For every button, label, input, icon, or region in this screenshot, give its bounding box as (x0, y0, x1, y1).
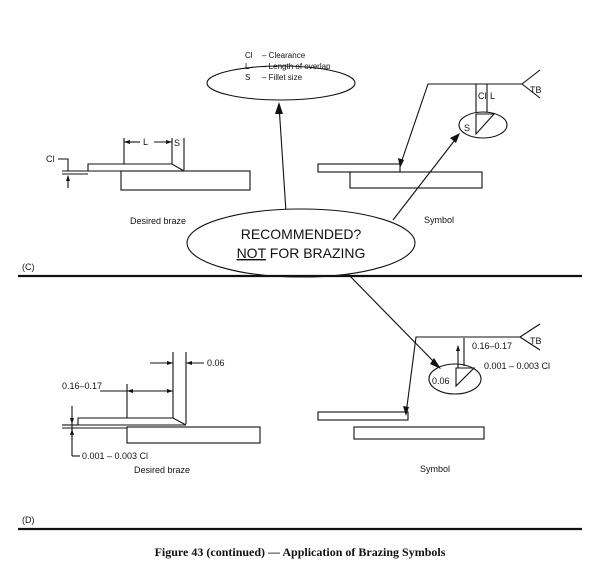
bottom-symbol-fillet: 0.06 (432, 376, 450, 386)
top-symbol-cl: Cl (478, 91, 487, 101)
top-dim-l: L (143, 137, 148, 147)
bottom-desired-braze: 0.16–0.17 0.06 0.001 – 0.003 Cl Desired … (62, 352, 261, 475)
section-d-label: (D) (22, 515, 35, 525)
callout-line1: RECOMMENDED? (241, 226, 362, 242)
top-upper-part (87, 163, 187, 172)
figure-caption: Figure 43 (continued) — Application of B… (155, 545, 446, 559)
callout: RECOMMENDED? NOT FOR BRAZING (186, 102, 460, 369)
bottom-symbol-tail: TB (530, 336, 542, 346)
bottom-fillet-triangle (455, 367, 476, 388)
legend-ellipse (206, 65, 356, 101)
top-symbol-l: L (490, 91, 495, 101)
bottom-symbol-upper-part (317, 411, 409, 421)
top-dim-s: S (174, 138, 180, 148)
top-symbol-label: Symbol (424, 215, 454, 225)
bottom-symbol-lower-part (353, 426, 485, 440)
top-fillet-triangle (475, 113, 496, 136)
top-desired-label: Desired braze (130, 216, 186, 226)
legend-code-s: S (245, 73, 250, 82)
bottom-dim-clearance: 0.001 – 0.003 Cl (82, 451, 148, 461)
top-desired-braze: L S Cl Desired braze (46, 137, 251, 226)
top-symbol-lower-part (349, 171, 483, 189)
top-lower-part (120, 170, 251, 191)
top-symbol-circle (458, 111, 508, 139)
bottom-symbol-circle (428, 363, 482, 395)
legend-desc-l: – Length of overlap (262, 62, 331, 71)
callout-ellipse (186, 208, 416, 278)
bottom-upper-part (77, 417, 187, 426)
bottom-symbol-clearance: 0.001 – 0.003 Cl (484, 361, 550, 371)
legend: Cl – Clearance L – Length of overlap S –… (206, 51, 356, 101)
callout-line2: NOT FOR BRAZING (237, 245, 366, 261)
legend-code-cl: Cl (245, 51, 253, 60)
top-symbol-s: S (464, 123, 470, 133)
callout-not: NOT (237, 245, 267, 261)
legend-desc-cl: – Clearance (262, 51, 306, 60)
legend-desc-s: – Fillet size (262, 73, 303, 82)
bottom-symbol-overlap: 0.16–0.17 (472, 341, 512, 351)
top-symbol-upper-part (317, 163, 401, 173)
bottom-symbol-label: Symbol (420, 464, 450, 474)
callout-for-brazing: FOR BRAZING (266, 245, 366, 261)
top-symbol-tail: TB (530, 85, 542, 95)
bottom-desired-label: Desired braze (134, 465, 190, 475)
top-symbol: TB Cl L S Symbol (317, 69, 542, 225)
legend-code-l: L (245, 62, 250, 71)
section-c-label: (C) (22, 262, 35, 272)
bottom-dim-overlap: 0.16–0.17 (62, 381, 102, 391)
top-dim-cl: Cl (46, 154, 55, 164)
bottom-lower-part (126, 426, 261, 444)
bottom-symbol: TB 0.16–0.17 0.001 – 0.003 Cl 0.06 Symbo… (317, 323, 550, 474)
bottom-dim-fillet: 0.06 (207, 358, 225, 368)
